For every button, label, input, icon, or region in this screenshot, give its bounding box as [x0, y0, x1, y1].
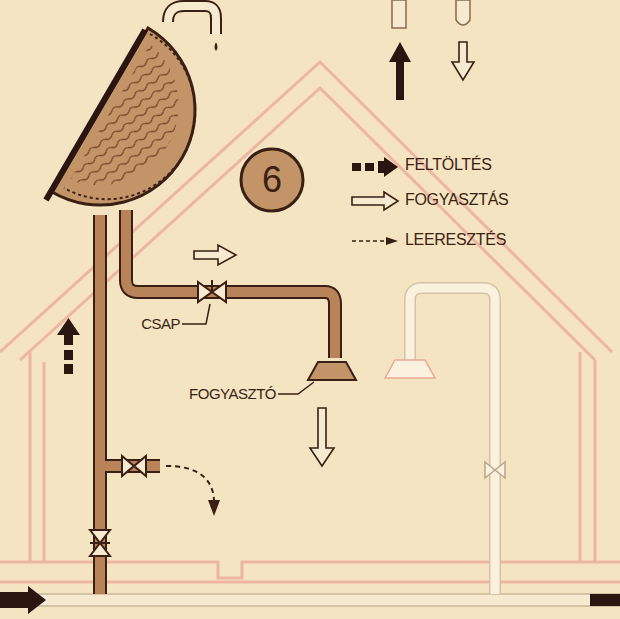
- legend-samples: [352, 157, 398, 245]
- top-pipes: [389, 0, 474, 100]
- second-outlet: [385, 288, 505, 594]
- flow-arrows: [57, 245, 334, 516]
- callout-circle: 6: [239, 147, 305, 213]
- part-label: FOGYASZTÓ: [189, 385, 276, 402]
- water-drop: [215, 42, 218, 51]
- valves: [90, 280, 226, 556]
- leader-lines: [182, 304, 314, 394]
- legend-text: LEERESZTÉS: [405, 231, 506, 249]
- shower-head: [308, 362, 356, 380]
- legend-text: FELTÖLTÉS: [405, 156, 492, 174]
- legend-text: FOGYASZTÁS: [405, 191, 508, 209]
- part-label: CSAP: [141, 315, 180, 332]
- callout-number: 6: [262, 159, 282, 201]
- tank: [46, 28, 195, 205]
